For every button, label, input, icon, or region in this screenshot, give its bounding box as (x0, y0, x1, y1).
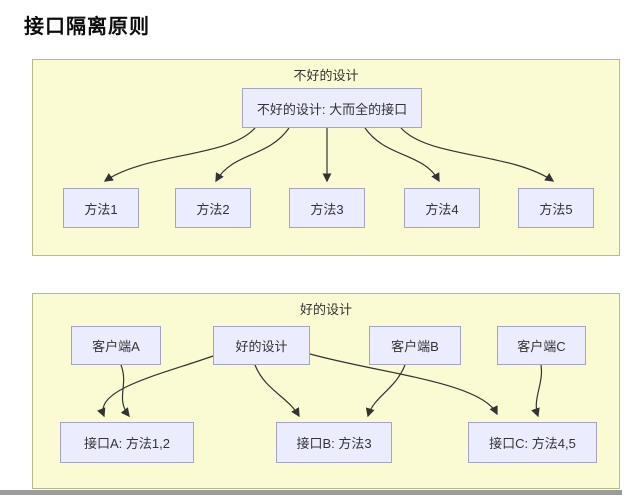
edge-root-to-method4 (364, 127, 440, 183)
page-title: 接口隔离原则 (24, 16, 150, 38)
cluster-good-design: 好的设计 客户端A 好的设计 客户端B 客户端C 接口A: 方法1,2 接口B:… (32, 293, 620, 489)
node-method-4: 方法4 (404, 188, 480, 228)
edge-root-to-method1 (103, 127, 256, 182)
edge-clienta-to-ifacea (120, 364, 130, 418)
edge-good-to-ifacea (96, 355, 214, 418)
node-client-c: 客户端C (497, 326, 586, 365)
cluster-bad-design-title: 不好的设计 (293, 68, 359, 83)
edge-clientb-to-ifaceb (365, 364, 406, 418)
edge-clientc-to-ifacec (531, 364, 543, 418)
edge-root-to-method5 (400, 127, 555, 182)
bottom-window-edge (0, 490, 622, 495)
node-interface-c: 接口C: 方法4,5 (468, 422, 597, 463)
node-good-design: 好的设计 (213, 326, 310, 365)
node-interface-b: 接口B: 方法3 (276, 422, 392, 463)
node-bad-root-interface: 不好的设计: 大而全的接口 (242, 88, 422, 128)
edge-root-to-method2 (215, 127, 290, 183)
node-interface-a: 接口A: 方法1,2 (60, 422, 194, 463)
node-client-b: 客户端B (369, 326, 461, 365)
node-method-3: 方法3 (289, 188, 365, 228)
node-method-2: 方法2 (175, 188, 251, 228)
cluster-good-design-title: 好的设计 (299, 302, 352, 317)
node-method-5: 方法5 (518, 188, 594, 228)
node-client-a: 客户端A (71, 326, 161, 365)
node-method-1: 方法1 (63, 188, 139, 228)
edge-good-to-ifaceb (254, 364, 300, 418)
cluster-bad-design: 不好的设计 不好的设计: 大而全的接口 方法1 方法2 方法3 方法4 方法5 (32, 59, 620, 256)
